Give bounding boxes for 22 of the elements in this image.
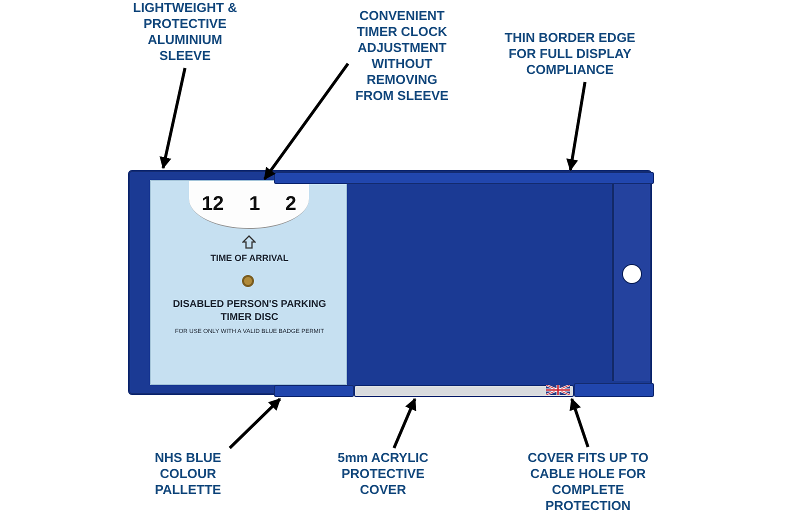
callout-text: COVER FITS UP TO CABLE HOLE FOR COMPLETE PROTECTION [518, 450, 658, 514]
callout-text: LIGHTWEIGHT & PROTECTIVE ALUMINIUM SLEEVE [130, 0, 240, 64]
arrow [392, 398, 416, 449]
timer-disc-card [150, 180, 347, 385]
dial-number: 2 [285, 193, 296, 216]
acrylic-cover-strip [354, 385, 574, 397]
arrow [228, 398, 282, 450]
arrow [160, 68, 186, 170]
dial-number: 1 [248, 193, 260, 216]
dial-number: 12 [202, 193, 224, 216]
callout-text: NHS BLUE COLOUR PALLETTE [130, 450, 246, 498]
arrow [263, 62, 350, 180]
callout-text: THIN BORDER EDGE FOR FULL DISPLAY COMPLIANCE [495, 30, 645, 78]
top-border-rail [274, 172, 654, 184]
clock-dial [189, 181, 309, 229]
callout-text: 5mm ACRYLIC PROTECTIVE COVER [328, 450, 438, 498]
disc-title: DISABLED PERSON'S PARKING TIMER DISC [172, 299, 328, 324]
arrow [570, 398, 590, 448]
dial-caption: TIME OF ARRIVAL [210, 253, 290, 264]
callout-text: CONVENIENT TIMER CLOCK ADJUSTMENT WITHOUT REMOVING FROM SLEEVE [352, 8, 452, 104]
sleeve-drawing [128, 170, 652, 395]
arrow [566, 82, 586, 172]
